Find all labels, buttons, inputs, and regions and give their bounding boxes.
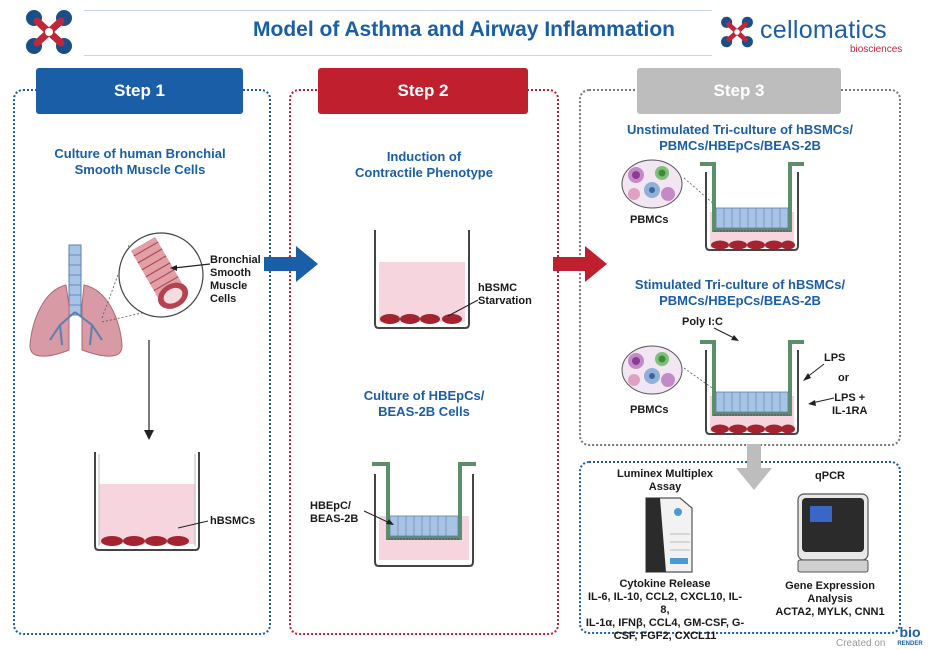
lps-arrow: [803, 363, 825, 381]
cellomatics-logo-icon: [721, 16, 753, 48]
cytokine-list: IL-6, IL-10, CCL2, CXCL10, IL-8,IL-1α, I…: [585, 591, 745, 642]
luminex-instrument-icon: [645, 497, 693, 573]
lps-label: LPS: [824, 352, 846, 364]
step3-heading-2: Stimulated Tri-culture of hBSMCs/PBMCs/H…: [634, 277, 846, 308]
qpcr-title: qPCR: [815, 470, 845, 482]
starvation-well: [374, 230, 470, 329]
pbmcs-label-2: PBMCs: [630, 404, 669, 416]
cytokine-heading: Cytokine Release: [619, 578, 711, 590]
lungs-illustration: [29, 232, 211, 440]
tri-culture-well-1: [683, 162, 804, 251]
hbsmcs-label: hBSMCs: [210, 515, 256, 527]
or-label: or: [838, 372, 849, 384]
brand-sub: biosciences: [850, 44, 903, 55]
step1-tab: Step 1: [36, 68, 243, 114]
arrow-step3-to-analysis: [736, 444, 772, 490]
insert-label: HBEpC/BEAS-2B: [310, 500, 359, 525]
title-rule-top: [84, 10, 712, 11]
transwell-insert: [372, 462, 476, 567]
step2-tab: Step 2: [318, 68, 528, 114]
arrow-step2-to-step3: [553, 246, 607, 282]
starvation-pointer: [447, 299, 479, 317]
biorender-logo: bio RENDER: [897, 624, 923, 647]
cross-logo-icon: [26, 10, 72, 54]
lps-ra-arrow: [808, 397, 835, 406]
qpcr-instrument-icon: [797, 493, 869, 573]
lps-ra-label: LPS +IL-1RA: [832, 392, 868, 417]
step3-tab: Step 3: [637, 68, 841, 114]
insert-pointer: [363, 510, 394, 525]
page-title: Model of Asthma and Airway Inflammation: [253, 18, 675, 41]
step2-heading-2: Culture of HBEpCs/BEAS-2B Cells: [363, 388, 485, 419]
hbsmcs-pointer: [177, 520, 209, 529]
poly-ic-label: Poly I:C: [682, 316, 723, 328]
tri-culture-well-2: [683, 340, 804, 435]
pbmc-cluster-2: [621, 345, 683, 395]
poly-ic-arrow: [713, 327, 739, 341]
pbmcs-label-1: PBMCs: [630, 214, 669, 226]
step3-heading-1: Unstimulated Tri-culture of hBSMCs/PBMCs…: [626, 122, 854, 153]
analysis-panel: [579, 461, 901, 634]
pbmc-cluster-1: [621, 159, 683, 209]
arrow-step1-to-step2: [264, 246, 318, 282]
gene-list: ACTA2, MYLK, CNN1: [775, 606, 885, 618]
title-rule-bottom: [84, 55, 712, 56]
hbsmc-well: [94, 452, 200, 551]
created-on-label: Created on: [836, 638, 886, 649]
brand-name: cellomatics: [760, 16, 887, 44]
